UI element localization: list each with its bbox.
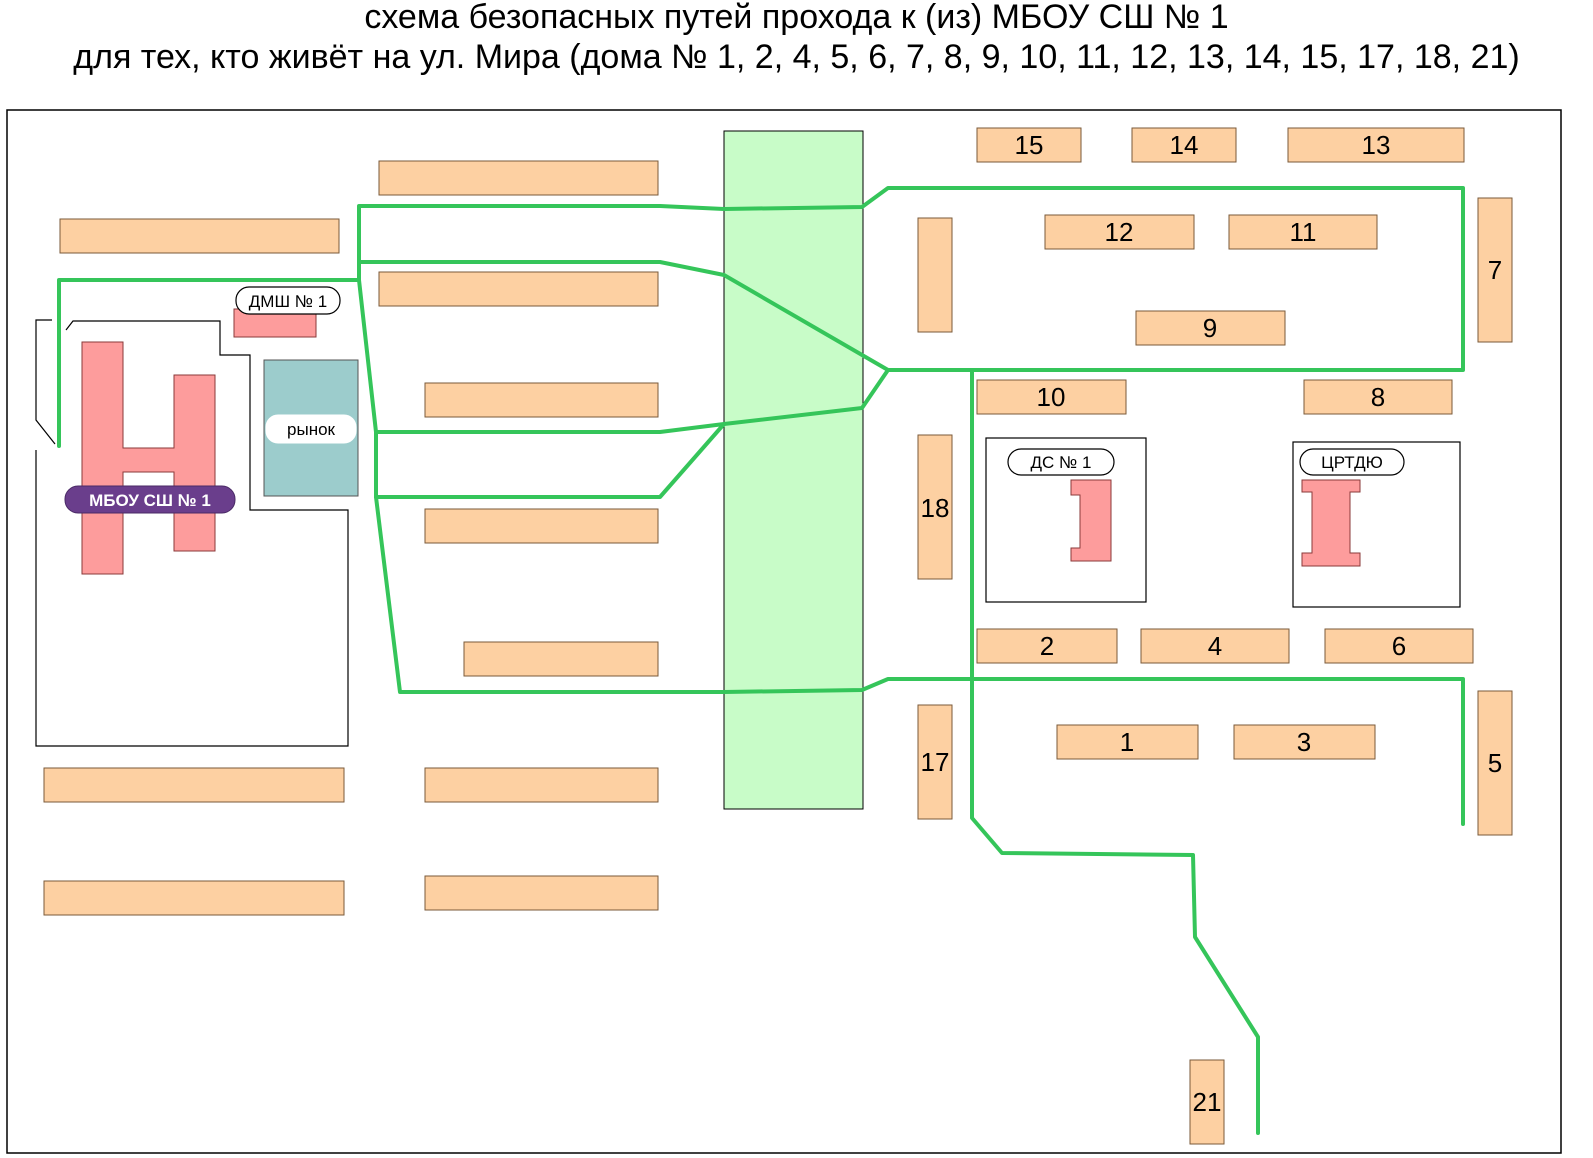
house-8-number: 8 [1371,382,1385,412]
house-9 [1135,310,1286,346]
house-11-number: 11 [1290,217,1317,247]
school-building [81,341,216,575]
house-1-number: 1 [1120,727,1134,757]
house-5 [1477,690,1513,836]
school-label: МБОУ СШ № 1 [89,491,211,510]
house-17 [917,704,953,820]
house [424,382,659,418]
route-path [374,495,1465,826]
house-11 [1228,214,1378,250]
youth-center-building [1301,479,1361,567]
house-14 [1131,127,1237,163]
house [43,767,345,803]
youth-center-tag [1299,448,1405,476]
map-labels: ДМШ № 1 рынок МБОУ СШ № 1 ДС № 1 ЦРТДЮ [64,286,1405,514]
house-15-number: 15 [1015,130,1044,160]
house-10-number: 10 [1037,382,1066,412]
house-13 [1287,127,1465,163]
house-3 [1233,724,1376,760]
route-path [57,278,361,448]
house-10 [976,379,1127,415]
school-grounds-fence [35,319,56,445]
house-18 [917,434,953,580]
safe-routes [57,186,1465,1135]
house [424,767,659,803]
house-21 [1189,1059,1225,1145]
route-path [970,368,1260,1135]
music-school-label: ДМШ № 1 [249,292,327,311]
house-15 [976,127,1082,163]
map-title-line-1: схема безопасных путей прохода к (из) МБ… [364,0,1229,36]
house-4 [1140,628,1290,664]
house-12-number: 12 [1105,217,1134,247]
house-9-number: 9 [1203,313,1217,343]
house-17-number: 17 [921,747,950,777]
school-grounds-fence [35,320,349,747]
house [463,641,659,677]
house-6 [1324,628,1474,664]
house [424,875,659,911]
house-12 [1044,214,1195,250]
house [59,218,340,254]
unnamed-houses [43,160,953,916]
house-18-number: 18 [921,493,950,523]
house-5-number: 5 [1488,748,1502,778]
kindergarten-tag [1007,448,1115,476]
youth-center-label: ЦРТДЮ [1321,453,1383,472]
kindergarten-building [1070,479,1112,562]
school-badge [64,485,236,514]
house [43,880,345,916]
route-path [357,186,1465,372]
route-path [374,422,726,499]
market-tag [265,414,357,444]
house-21-number: 21 [1193,1087,1222,1117]
route-path [357,278,890,434]
house-2 [976,628,1118,664]
kindergarten-label: ДС № 1 [1031,453,1092,472]
house-7 [1477,197,1513,343]
house-14-number: 14 [1170,130,1199,160]
house [424,508,659,544]
market-label: рынок [287,420,336,439]
music-school-tag [235,286,341,315]
house-2-number: 2 [1040,631,1054,661]
house-8 [1303,379,1453,415]
house [378,160,659,196]
park-strip [723,130,864,810]
house [378,271,659,307]
numbered-houses: 15 14 13 12 11 7 9 10 8 18 2 4 6 1 3 5 1 [917,127,1513,1145]
route-path [357,260,890,372]
house-6-number: 6 [1392,631,1406,661]
house-4-number: 4 [1208,631,1222,661]
house-13-number: 13 [1362,130,1391,160]
map-title-line-2: для тех, кто живёт на ул. Мира (дома № 1… [73,38,1520,76]
house-1 [1056,724,1199,760]
house-7-number: 7 [1488,255,1502,285]
house-3-number: 3 [1297,727,1311,757]
house [917,217,953,333]
